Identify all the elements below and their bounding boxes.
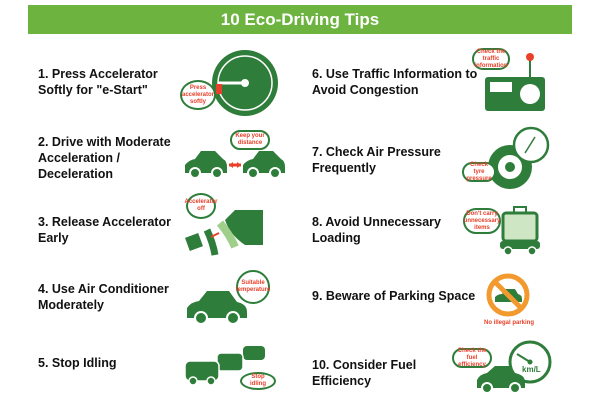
tip-text: Avoid Congestion [312,83,419,97]
tip-text: Loading [312,231,361,245]
callout-bubble: Accelerator off [184,193,218,219]
tip-text: 8. Avoid Unnecessary [312,215,441,229]
tip-text: Moderately [38,298,104,312]
no-parking-caption: No illegal parking [484,320,535,326]
radio-icon [485,53,545,111]
tip-3: 3. Release Accelerator Early [38,214,171,246]
speedometer-icon [212,50,278,116]
tip-4: 4. Use Air Conditioner Moderately [38,281,169,313]
tip-text: 10. Consider Fuel [312,358,417,372]
tip-text: Deceleration [38,167,114,181]
callout-bubble: Check the traffic information [472,48,510,70]
tip-1: 1. Press Accelerator Softly for "e-Start… [38,66,158,98]
car-icon [187,291,247,325]
callout-bubble: Stop idling [240,372,276,390]
pedal-icon [185,210,263,256]
callout-bubble: Press accelerator softly [180,80,216,110]
tip-text: 5. Stop Idling [38,356,117,370]
tip-text: Softly for "e-Start" [38,83,148,97]
callout-bubble: Don't carry unnecessary items [463,208,501,234]
two-cars-icon [185,151,285,179]
tip-text: Frequently [312,161,376,175]
tip-8: 8. Avoid Unnecessary Loading [312,214,441,246]
page-title: 10 Eco-Driving Tips [28,5,572,34]
callout-bubble: Check tyre pressure [462,162,496,182]
tip-text: Efficiency [312,374,372,388]
tip-text: Early [38,231,69,245]
tyre-gauge-icon [488,126,550,189]
fuel-gauge-icon [477,340,552,394]
tip-text: 2. Drive with Moderate [38,135,171,149]
tip-text: 9. Beware of Parking Space [312,289,476,303]
callout-bubble: Keep your distance [230,130,270,150]
tip-text: 3. Release Accelerator [38,215,171,229]
tip-text: 4. Use Air Conditioner [38,282,169,296]
tip-5: 5. Stop Idling [38,355,116,371]
tip-10: 10. Consider Fuel Efficiency [312,357,416,389]
tip-text: 7. Check Air Pressure [312,145,441,159]
callout-bubble: Check the fuel efficiency [452,348,492,368]
tip-7: 7. Check Air Pressure Frequently [312,144,441,176]
tip-text: 1. Press Accelerator [38,67,158,81]
thermometer-callout: Suitable temperature [236,270,270,304]
no-parking-icon [486,273,530,317]
tip-2: 2. Drive with Moderate Acceleration / De… [38,134,171,182]
luggage-car-icon [500,206,540,256]
traffic-jam-icon [184,346,265,385]
gauge-unit: km/L [522,365,541,374]
tip-text: Acceleration / [38,151,120,165]
tip-6: 6. Use Traffic Information to Avoid Cong… [312,66,477,98]
tip-text: 6. Use Traffic Information to [312,67,478,81]
tip-9: 9. Beware of Parking Space [312,288,475,304]
